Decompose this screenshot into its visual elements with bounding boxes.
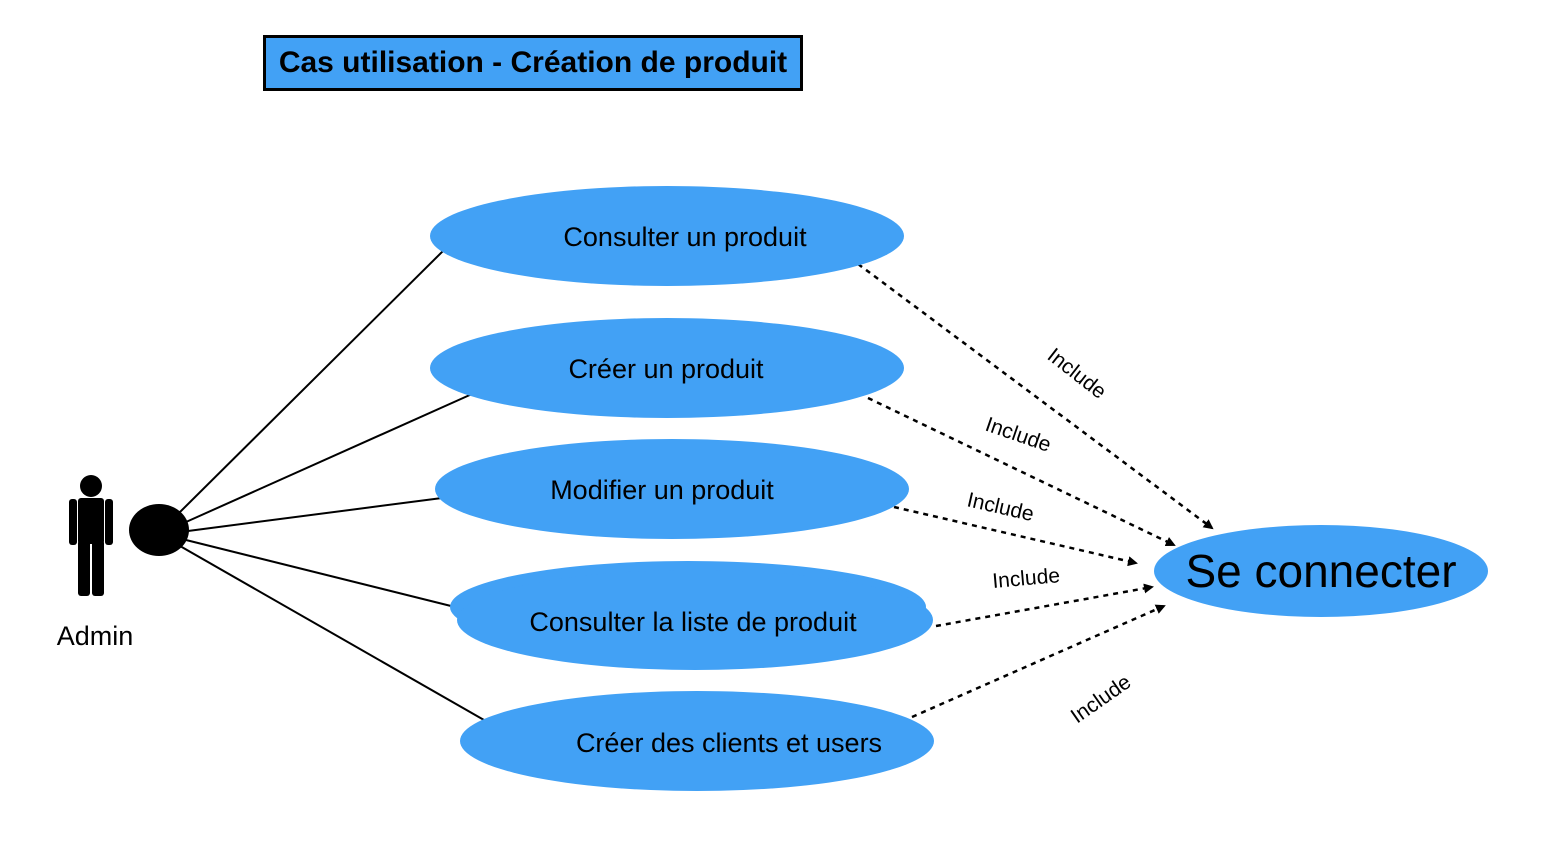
use-case-label: Consulter la liste de produit: [529, 607, 857, 637]
include-arrow-consulter: [841, 250, 1214, 530]
use-case-creer[interactable]: Créer un produit: [430, 318, 904, 418]
include-label-creer: Include: [982, 413, 1054, 457]
association-lines: [179, 247, 485, 721]
association-line-consulter: [179, 247, 447, 513]
association-line-liste: [185, 539, 456, 608]
association-line-creer: [185, 393, 473, 523]
include-label-clients: Include: [1067, 670, 1136, 728]
diagram-title: Cas utilisation - Création de produit: [278, 46, 788, 79]
use-case-label: Créer des clients et users: [576, 728, 882, 758]
actor-label: Admin: [57, 621, 134, 651]
person-icon: [69, 475, 113, 596]
use-case-ellipse: [460, 691, 934, 791]
include-label-consulter: Include: [1043, 344, 1111, 404]
include-arrow-creer: [867, 396, 1176, 547]
use-case-consulter[interactable]: Consulter un produit: [430, 186, 904, 286]
include-arrows: [841, 250, 1214, 719]
use-case-label: Consulter un produit: [563, 222, 807, 252]
include-labels: Include Include Include Include Include: [965, 344, 1135, 728]
use-case-label: Créer un produit: [568, 354, 764, 384]
association-line-clients: [179, 545, 485, 721]
include-arrow-liste: [935, 583, 1154, 628]
use-case-ellipse: [457, 570, 933, 670]
use-case-ellipse: [430, 186, 904, 286]
use-case-ellipse: [1154, 525, 1488, 617]
association-line-modifier: [187, 497, 443, 532]
use-case-label: Se connecter: [1185, 545, 1456, 597]
use-case-se-connecter[interactable]: Se connecter: [1154, 525, 1488, 617]
use-case-ellipse: [435, 439, 909, 539]
use-case-ellipse: [430, 318, 904, 418]
diagram-title-box: Cas utilisation - Création de produit: [263, 35, 803, 91]
include-label-modifier: Include: [965, 488, 1036, 526]
use-case-liste[interactable]: Consulter la liste de produit: [450, 561, 933, 670]
use-case-label: Modifier un produit: [550, 475, 774, 505]
actor-connector-node: [129, 504, 189, 556]
include-label-liste: Include: [991, 564, 1060, 593]
use-case-modifier[interactable]: Modifier un produit: [435, 439, 909, 539]
include-arrow-modifier: [893, 505, 1138, 567]
use-case-clients[interactable]: Créer des clients et users: [460, 691, 934, 791]
actor-admin[interactable]: Admin: [57, 475, 189, 651]
